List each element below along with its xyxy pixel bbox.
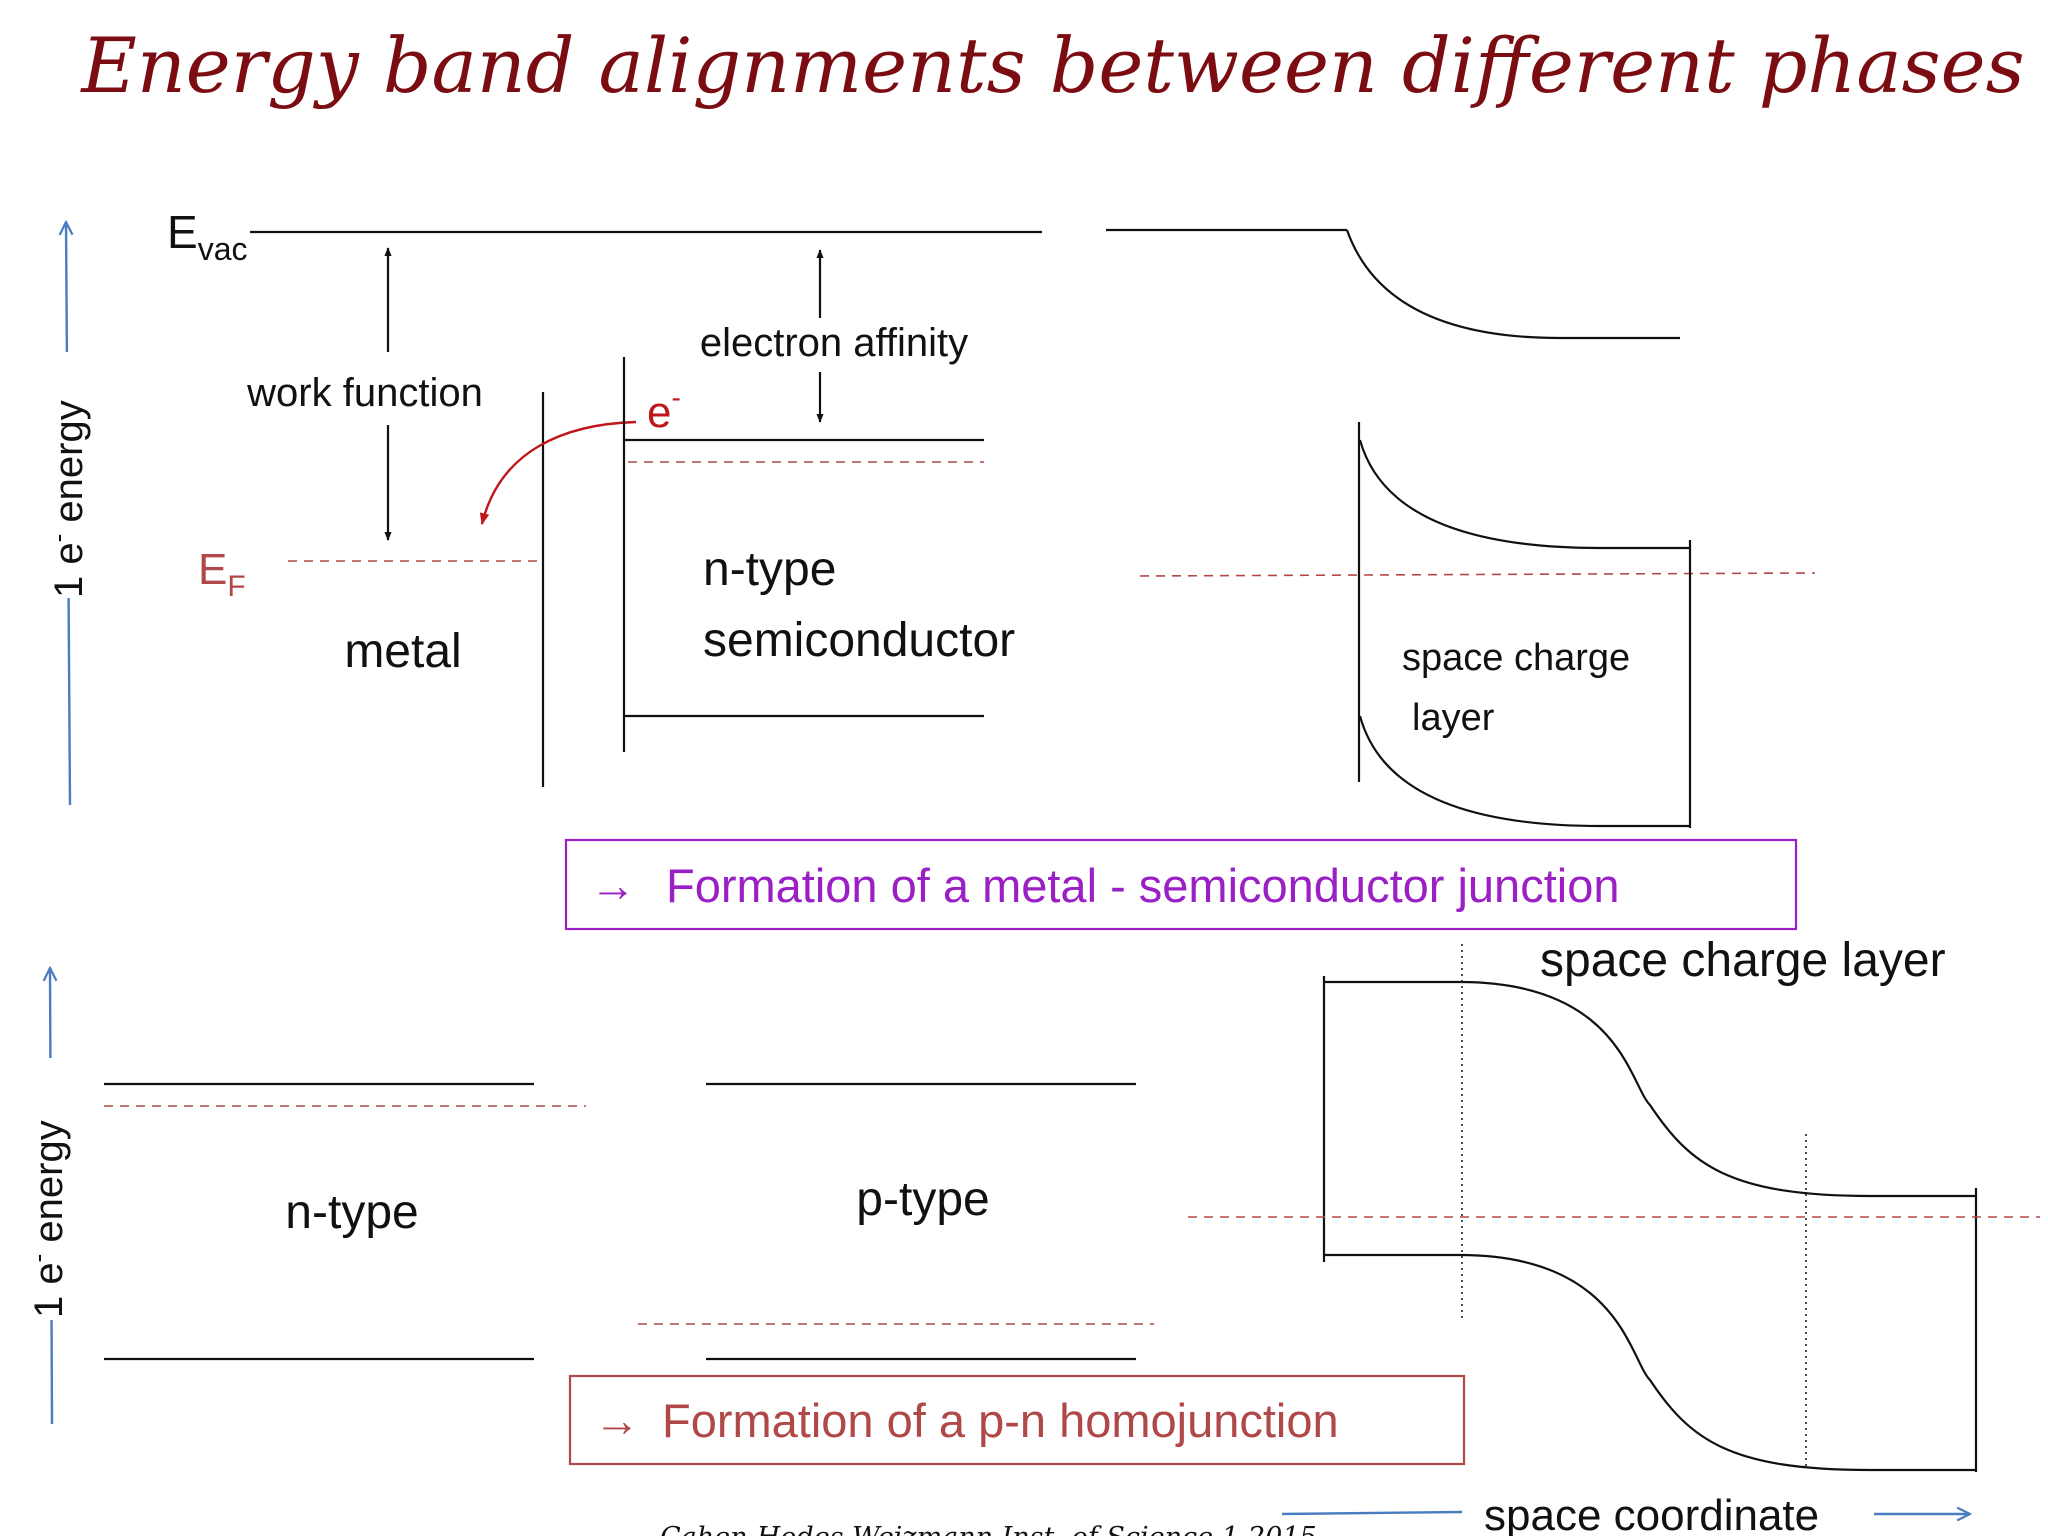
space-axis-left <box>1281 1510 1463 1516</box>
space-charge-label-1: space charge <box>1402 637 1630 679</box>
work-function-label: work function <box>246 371 483 415</box>
pn-junction-box <box>568 1374 1466 1466</box>
energy-axis-label-top: 1 e- energy <box>43 400 91 598</box>
electron-label: e- <box>647 382 681 437</box>
page-title: Energy band alignments between different… <box>79 21 2024 110</box>
p-type-label: p-type <box>856 1173 989 1226</box>
metal-label: metal <box>344 625 461 678</box>
evac-label: Evac <box>167 206 247 267</box>
aligned-fermi-level <box>1139 572 1816 577</box>
energy-axis-label-bottom: 1 e- energy <box>23 1120 71 1318</box>
ms-junction-arrow: → <box>590 859 636 911</box>
space-charge-label-2: layer <box>1412 697 1495 739</box>
pn-junction-label: Formation of a p-n homojunction <box>662 1394 1339 1447</box>
space-charge-layer-label: space charge layer <box>1540 934 1946 987</box>
bent-conduction-band <box>1358 439 1690 550</box>
ms-junction-box <box>564 838 1798 931</box>
ms-junction-label: Formation of a metal - semiconductor jun… <box>666 859 1619 912</box>
electron-transfer-arrow <box>479 420 637 526</box>
pn-valence-band <box>1324 1253 1976 1472</box>
pn-junction-arrow: → <box>594 1394 640 1446</box>
bent-valence-band <box>1358 715 1690 828</box>
n-type-semiconductor-label-1: n-type <box>703 543 836 596</box>
pn-conduction-band <box>1324 980 1976 1198</box>
vacuum-level-after-bend <box>1345 229 1680 340</box>
ef-label: EF <box>198 545 246 603</box>
electron-affinity-label: electron affinity <box>700 321 968 365</box>
footer-credit: Cahen-Hodes Weizmann Inst. of Science 1-… <box>660 1522 1317 1536</box>
n-type-semiconductor-label-2: semiconductor <box>703 614 1015 667</box>
n-type-label: n-type <box>285 1186 418 1239</box>
space-coordinate-label: space coordinate <box>1484 1491 1819 1536</box>
